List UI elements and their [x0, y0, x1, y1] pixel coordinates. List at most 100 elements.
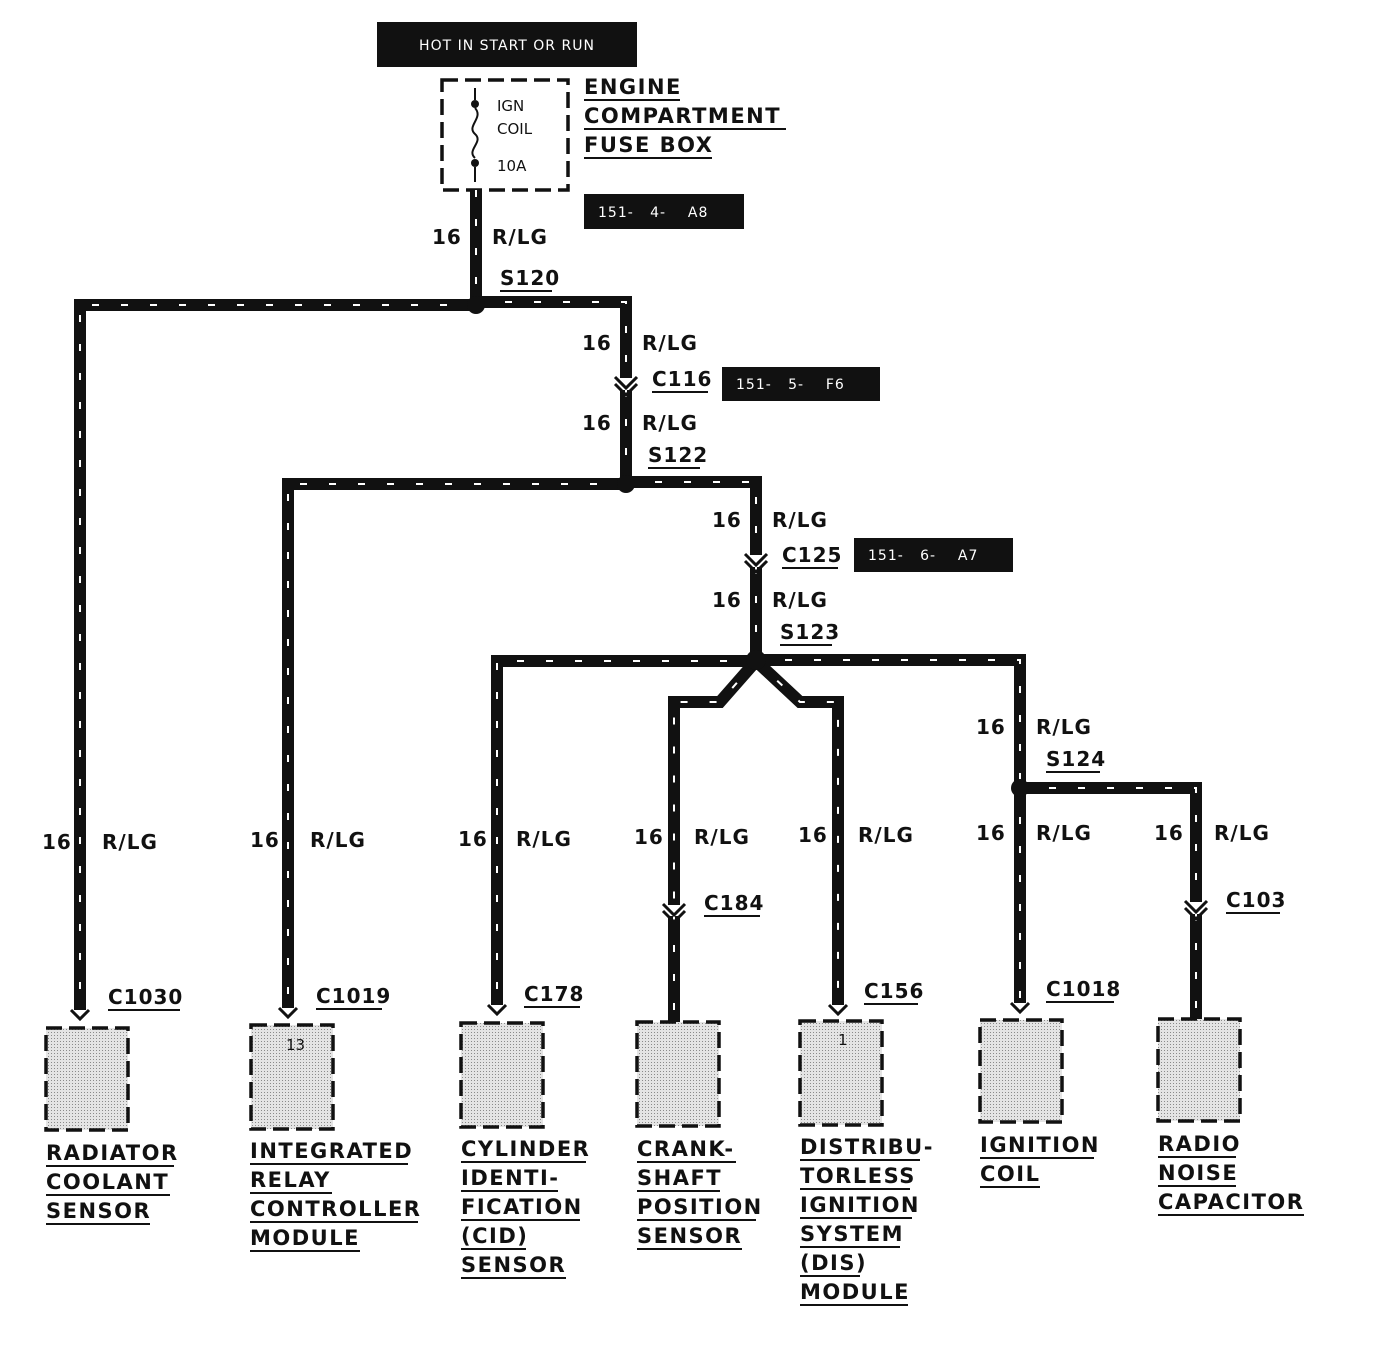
wire-color: R/LG — [492, 225, 548, 249]
c1030-label: C1030 — [108, 985, 183, 1009]
wire-color: R/LG — [1036, 821, 1092, 845]
crankshaft-sensor-name-4: SENSOR — [637, 1224, 742, 1248]
c103-connector-icon — [1183, 899, 1209, 922]
location-tag-2: 151- 5- F6 — [722, 367, 880, 401]
c184-connector-icon — [661, 902, 687, 925]
wire-gauge: 16 — [976, 821, 1006, 845]
splice-labels: S120 S122 S123 S124 — [500, 266, 1106, 773]
integrated-relay-pin-label: 13 — [286, 1036, 305, 1054]
header-tag: HOT IN START OR RUN — [377, 22, 637, 67]
ignition-coil-box — [978, 1018, 1064, 1124]
svg-text:151- 6- A7: 151- 6- A7 — [868, 548, 978, 564]
s124-splice-dot — [1011, 779, 1029, 797]
wire-gauge: 16 — [634, 825, 664, 849]
radiator-coolant-sensor-name-2: COOLANT — [46, 1170, 169, 1194]
dis-module-box — [798, 1019, 884, 1127]
integrated-relay-controller-module-box — [249, 1023, 335, 1131]
svg-text:151- 4- A8: 151- 4- A8 — [598, 205, 708, 221]
header-title: HOT IN START OR RUN — [419, 38, 595, 54]
wire-color: R/LG — [310, 828, 366, 852]
wire-cid-sensor — [491, 655, 756, 1005]
crankshaft-sensor-name-2: SHAFT — [637, 1166, 722, 1190]
c156-connector-icon — [827, 1003, 849, 1017]
dis-module-name-6: MODULE — [800, 1280, 910, 1304]
cid-sensor-box — [459, 1021, 545, 1129]
c1019-label: C1019 — [316, 984, 391, 1008]
radiator-coolant-sensor-name-1: RADIATOR — [46, 1141, 179, 1165]
component-connector-labels: C1030 C1019 C178 C156 C1018 — [108, 977, 1121, 1011]
fuse-rating: 10A — [497, 157, 527, 175]
crankshaft-position-sensor-box — [635, 1020, 721, 1128]
integrated-relay-name-3: CONTROLLER — [250, 1197, 421, 1221]
dis-module-name-5: (DIS) — [800, 1251, 867, 1275]
fuse-label-1: IGN — [497, 97, 524, 115]
wire-crankshaft-sensor — [668, 657, 761, 905]
wire-gauge: 16 — [432, 225, 462, 249]
wire-color: R/LG — [102, 830, 158, 854]
wire-gauge: 16 — [250, 828, 280, 852]
wire-color: R/LG — [858, 823, 914, 847]
s124-label: S124 — [1046, 747, 1106, 771]
radio-noise-capacitor-name-3: CAPACITOR — [1158, 1190, 1304, 1214]
c156-label: C156 — [864, 979, 924, 1003]
fuse-box-name-line-2: COMPARTMENT — [584, 104, 781, 128]
splices — [467, 296, 1029, 797]
wire-color: R/LG — [516, 827, 572, 851]
cid-sensor-name-2: IDENTI- — [461, 1166, 560, 1190]
connector-labels: C116 C125 C184 C103 — [652, 367, 1286, 917]
cid-sensor-name-3: FICATION — [461, 1195, 583, 1219]
wire-integrated-relay — [282, 478, 626, 1008]
engine-compartment-fuse-box: IGN COIL 10A — [440, 78, 570, 192]
c125-label: C125 — [782, 543, 842, 567]
dis-module-name-2: TORLESS — [800, 1164, 916, 1188]
c116-label: C116 — [652, 367, 712, 391]
radio-noise-capacitor-name-1: RADIO — [1158, 1132, 1241, 1156]
wire-gauge: 16 — [42, 830, 72, 854]
wire-color: R/LG — [772, 588, 828, 612]
radiator-coolant-sensor-box — [44, 1026, 130, 1132]
wire-color: R/LG — [1036, 715, 1092, 739]
wire-gauge: 16 — [582, 411, 612, 435]
radio-noise-capacitor-name-2: NOISE — [1158, 1161, 1238, 1185]
c1018-connector-icon — [1009, 1001, 1031, 1015]
wire-gauge: 16 — [1154, 821, 1184, 845]
component-boxes: 13 1 — [44, 1017, 1242, 1132]
wire-labels: 16 R/LG 16 R/LG 16 R/LG 16 R/LG 16 R/LG … — [42, 225, 1269, 854]
crankshaft-sensor-name-1: CRANK- — [637, 1137, 735, 1161]
fuse-box-name-line-3: FUSE BOX — [584, 133, 713, 157]
dis-module-name-3: IGNITION — [800, 1193, 920, 1217]
radiator-coolant-sensor-name-3: SENSOR — [46, 1199, 151, 1223]
wire-radio-noise-capacitor — [1020, 782, 1202, 902]
fuse-label-2: COIL — [497, 120, 533, 138]
c1030-connector-icon — [69, 1008, 91, 1022]
fuse-box-name-line-1: ENGINE — [584, 75, 682, 99]
ignition-coil-name-2: COIL — [980, 1162, 1040, 1186]
ignition-coil-name-1: IGNITION — [980, 1133, 1100, 1157]
wire-radiator-coolant-sensor — [74, 299, 476, 1010]
integrated-relay-name-2: RELAY — [250, 1168, 331, 1192]
s122-label: S122 — [648, 443, 708, 467]
dis-module-name-4: SYSTEM — [800, 1222, 904, 1246]
wire-gauge: 16 — [712, 588, 742, 612]
s122-splice-dot — [617, 475, 635, 493]
c178-label: C178 — [524, 982, 584, 1006]
location-tag-3: 151- 6- A7 — [854, 538, 1013, 572]
c1019-connector-icon — [277, 1006, 299, 1020]
wire-gauge: 16 — [976, 715, 1006, 739]
inline-connectors — [69, 375, 1209, 1022]
wire-gauge: 16 — [582, 331, 612, 355]
dis-module-pin-label: 1 — [838, 1031, 848, 1049]
fuse-box-name: ENGINE COMPARTMENT FUSE BOX — [584, 75, 786, 159]
cid-sensor-name-5: SENSOR — [461, 1253, 566, 1277]
c103-label: C103 — [1226, 888, 1286, 912]
wires — [74, 190, 1202, 1022]
c184-label: C184 — [704, 891, 764, 915]
wire-color: R/LG — [642, 411, 698, 435]
wire-gauge: 16 — [458, 827, 488, 851]
c1018-label: C1018 — [1046, 977, 1121, 1001]
c116-connector-icon — [613, 375, 639, 398]
radio-noise-capacitor-box — [1156, 1017, 1242, 1123]
c178-connector-icon — [486, 1003, 508, 1017]
wire-gauge: 16 — [798, 823, 828, 847]
